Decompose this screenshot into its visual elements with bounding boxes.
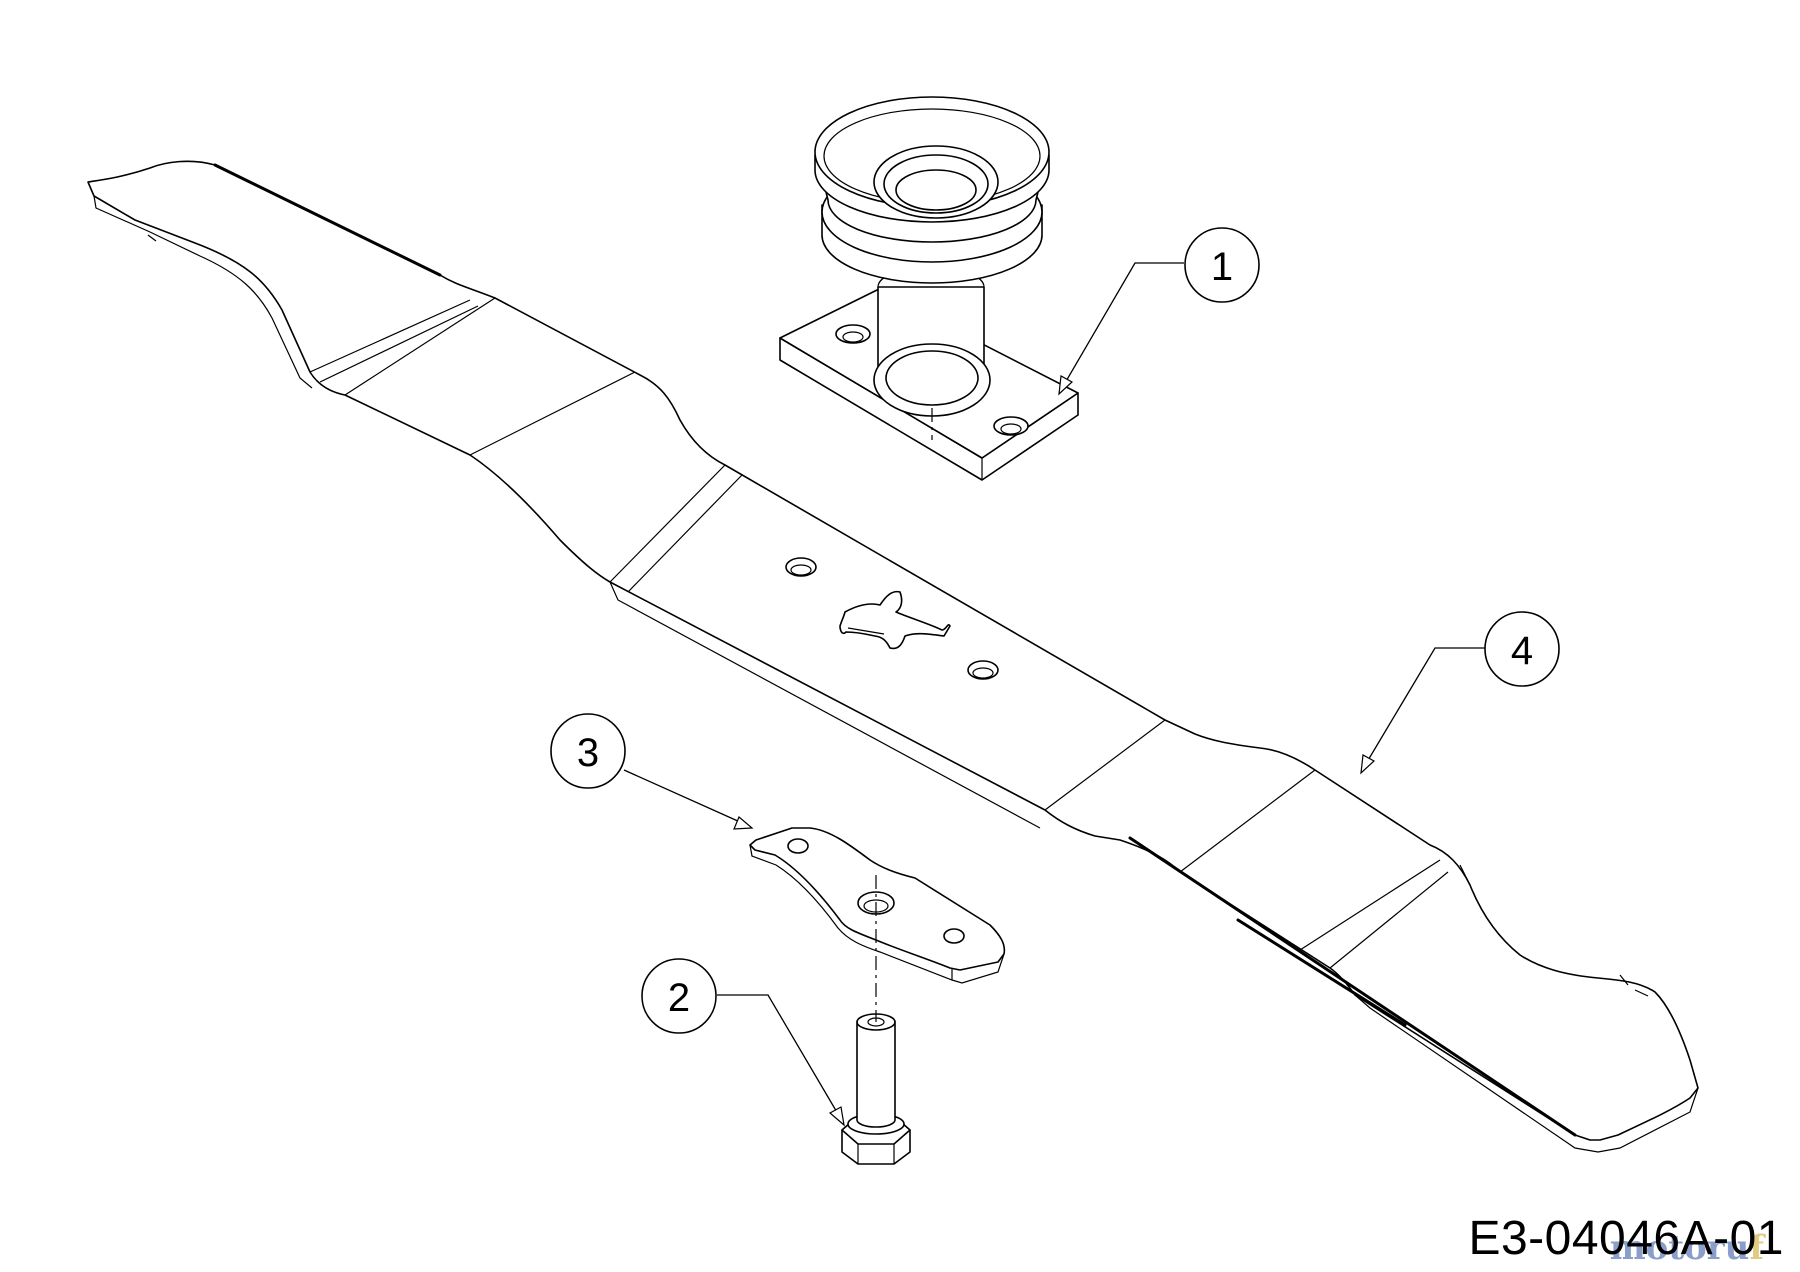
callout-1: 1 xyxy=(1058,227,1260,396)
callout-1-number: 1 xyxy=(1211,245,1233,289)
callout-2-number: 2 xyxy=(668,976,690,1020)
callout-3: 3 xyxy=(550,713,754,830)
callout-4: 4 xyxy=(1360,611,1560,775)
mower-blade xyxy=(87,160,1699,1153)
callout-1-circle xyxy=(1184,227,1260,303)
callout-4-circle xyxy=(1484,611,1560,687)
blade-washer-plate xyxy=(749,827,1006,1010)
callout-3-circle xyxy=(550,713,626,789)
blade-holder-with-pulley xyxy=(779,96,1079,481)
callout-3-number: 3 xyxy=(577,731,599,775)
callout-2-circle xyxy=(641,958,717,1034)
blade-bolt xyxy=(841,1010,911,1165)
callout-4-number: 4 xyxy=(1511,629,1533,673)
watermark-logo: motoruf xyxy=(1609,1228,1764,1268)
callout-2: 2 xyxy=(641,958,845,1127)
diagram-code: E3-04046A-01 xyxy=(1468,1212,1784,1265)
